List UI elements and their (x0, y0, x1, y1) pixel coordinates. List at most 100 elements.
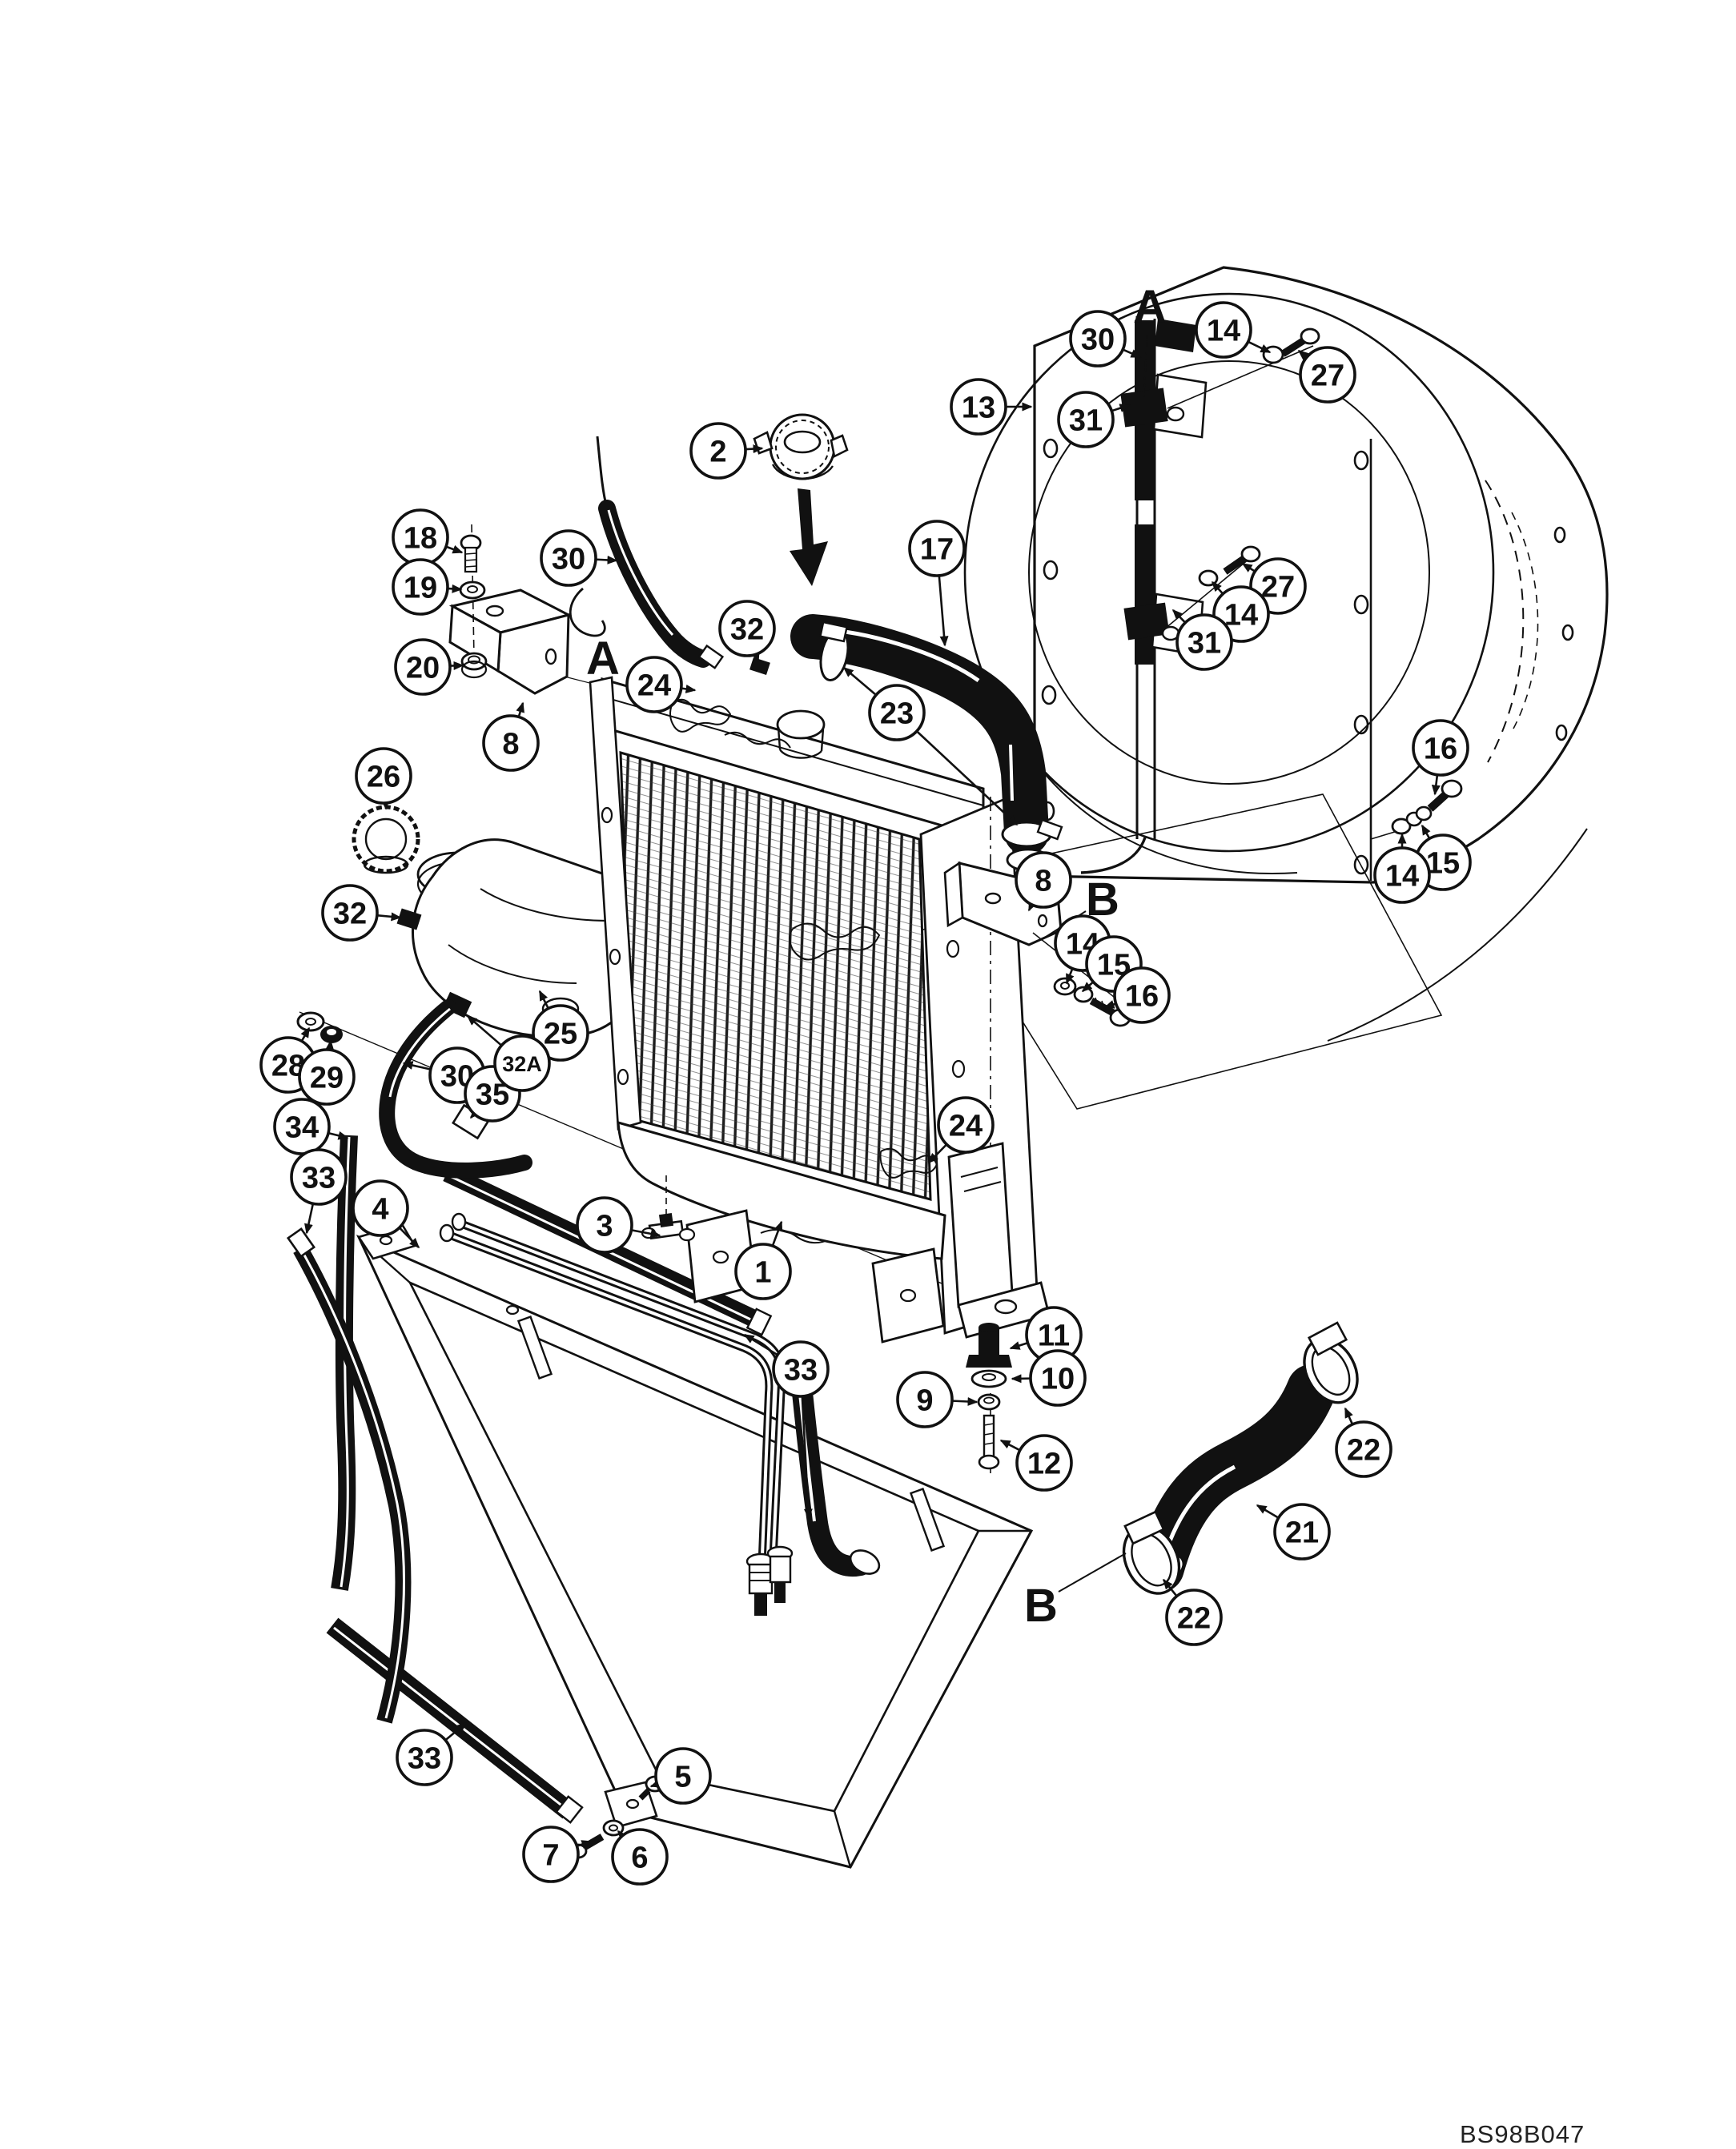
radiator (589, 657, 1051, 1473)
callout-balloon-24: 24 (927, 1096, 995, 1164)
callout-balloon-16: 16 (1412, 719, 1469, 796)
balloon-number: 3 (596, 1210, 613, 1243)
balloon-number: 22 (1177, 1602, 1211, 1636)
leader-arrow-icon (1171, 609, 1186, 623)
balloon-circle (734, 1243, 792, 1300)
radiator-left-channel (589, 676, 642, 1131)
leader-arrow-icon (450, 661, 464, 670)
balloon-circle (394, 638, 452, 696)
balloon-number: 31 (1069, 404, 1103, 438)
balloon-circle (396, 1729, 453, 1786)
fan-shroud (963, 266, 1609, 1042)
overflow-bottle (296, 805, 637, 1179)
shroud-bolt-holes (1039, 438, 1574, 875)
shroud-hardware-right (1370, 779, 1463, 840)
callout-balloon-25: 25 (532, 990, 589, 1062)
leader-arrow-icon (743, 1333, 778, 1356)
balloon-circle (896, 1371, 954, 1428)
leader-arrow-icon (952, 1396, 979, 1406)
leader-arrow-icon (617, 1830, 628, 1842)
balloon-number: 1 (754, 1256, 771, 1290)
balloon-number: 24 (949, 1110, 983, 1143)
detail-b-plane (932, 793, 1443, 1110)
leader-arrow-icon (1241, 562, 1256, 572)
leader-arrow-icon (1027, 900, 1037, 912)
mount-bracket-right (947, 1142, 1051, 1339)
vent-hose-30-top (569, 436, 725, 669)
leader-arrow-icon (1421, 824, 1431, 839)
balloon-circle (321, 884, 379, 942)
section-letter-line (1058, 1553, 1127, 1593)
balloon-circle (625, 656, 683, 713)
balloon-circle (540, 529, 597, 587)
callout-balloon-5: 5 (649, 1747, 712, 1805)
leader-arrow-icon (632, 1229, 661, 1239)
leader-arrow-icon (842, 667, 877, 696)
vent-tube-clamp-upper (1120, 373, 1208, 439)
leader-arrow-icon (801, 1396, 813, 1520)
balloon-circle (1029, 1349, 1087, 1407)
balloon-number: 10 (1041, 1363, 1075, 1396)
callout-balloon-21: 21 (1256, 1503, 1331, 1561)
leader-arrow-icon (1431, 775, 1441, 796)
balloon-number: 9 (916, 1384, 933, 1418)
balloon-circle (1015, 851, 1072, 909)
balloon-number: 17 (920, 533, 954, 567)
balloon-number: 33 (302, 1162, 336, 1195)
leader-arrow-icon (377, 912, 402, 922)
balloon-circle (772, 1340, 830, 1398)
overflow-hose-30 (379, 999, 532, 1179)
balloon-circle (868, 684, 926, 741)
bottle-body (412, 838, 637, 1038)
balloon-number: 20 (406, 652, 440, 685)
balloon-circle (522, 1826, 580, 1883)
leader-arrow-icon (1344, 1407, 1353, 1424)
wire-clip-icon (569, 587, 606, 637)
balloon-number: 6 (631, 1842, 648, 1875)
washer-19-icon (459, 580, 486, 600)
leader-arrow-icon (304, 1203, 314, 1235)
bolt-27b-icon (1240, 545, 1261, 563)
balloon-number: 33 (784, 1354, 818, 1388)
radiator-foot-right (871, 1247, 945, 1344)
balloon-circle (355, 747, 412, 805)
balloon-number: 23 (880, 697, 914, 731)
balloon-number: 15 (1426, 847, 1460, 881)
callout-balloon-29: 29 (298, 1039, 356, 1106)
callout-balloon-16: 16 (1103, 966, 1171, 1024)
hose-end-ferrule (286, 1227, 316, 1259)
balloon-circle (482, 714, 540, 772)
leader-arrow-icon (916, 730, 1019, 826)
balloon-number: 31 (1187, 627, 1221, 661)
leader-arrow-icon (1123, 348, 1142, 359)
callout-balloon-18: 18 (392, 508, 464, 566)
callout-balloon-12: 12 (999, 1434, 1073, 1492)
section-letter-line (1143, 334, 1148, 401)
balloon-circle (532, 1004, 589, 1062)
balloon-number: 19 (404, 572, 437, 605)
callout-balloon-30: 30 (540, 529, 618, 587)
balloon-number: 26 (367, 761, 400, 794)
balloon-number: 13 (962, 392, 995, 425)
balloon-number: 2 (709, 436, 726, 469)
leader-arrow-icon (577, 1840, 593, 1849)
leader-arrow-icon (1256, 1504, 1279, 1519)
balloon-number: 25 (544, 1018, 577, 1051)
balloon-number: 16 (1424, 733, 1457, 766)
drawing-code: BS98B047 (1460, 2120, 1585, 2148)
leader-arrow-icon (1297, 350, 1309, 360)
balloon-circle (298, 1048, 356, 1106)
callout-balloon-31: 31 (1171, 609, 1233, 671)
balloon-number: 12 (1027, 1448, 1061, 1481)
leader-arrow-icon (399, 1227, 420, 1249)
callout-balloon-4: 4 (352, 1179, 420, 1249)
balloon-circle (1273, 1503, 1331, 1561)
balloon-number: 14 (1224, 599, 1258, 633)
leader-arrow-icon (1081, 982, 1094, 992)
leader-arrow-icon (325, 1039, 335, 1051)
long-hoses (286, 1135, 412, 1724)
balloon-circle (576, 1196, 633, 1254)
lower-radiator-hose (1122, 1321, 1359, 1595)
callout-balloon-32A: 32A (466, 1015, 551, 1092)
